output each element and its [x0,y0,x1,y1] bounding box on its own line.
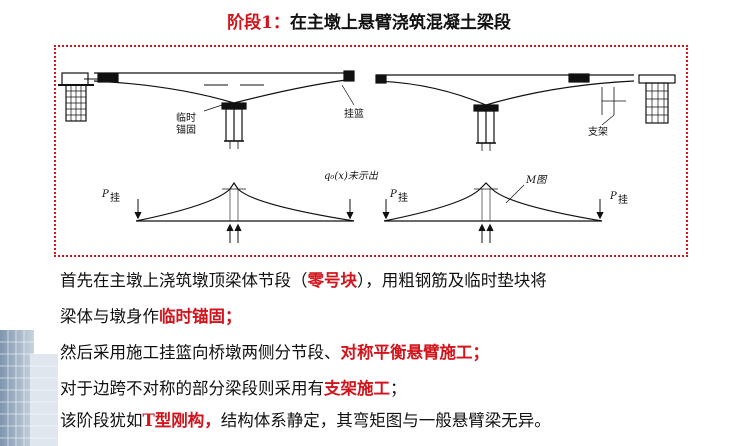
p3-text-a: 然后采用施工挂篮向桥墩两侧分节段、 [60,343,341,362]
p-subscript-3: 挂 [618,193,628,206]
p5-highlight: T型刚构， [142,411,221,430]
paragraph-3: 然后采用施工挂篮向桥墩两侧分节段、对称平衡悬臂施工； [60,342,730,364]
p1-highlight: 零号块 [307,271,358,290]
paragraph-5: 该阶段犹如T型刚构，结构体系静定，其弯矩图与一般悬臂梁无异。 [60,410,730,432]
p-label-right-2: P [609,191,617,202]
temp-anchor-label-2: 锚固 [176,124,196,136]
title-text: 在主墩上悬臂浇筑混凝土梁段 [289,13,511,33]
p1-text-b: ），用粗钢筋及临时垫块将 [357,271,547,290]
p-subscript-1: 挂 [110,191,120,204]
p2-text-a: 梁体与墩身作 [60,307,159,326]
slide-title: 阶段1：在主墩上悬臂浇筑混凝土梁段 [0,8,738,33]
left-abutment [58,72,119,122]
construction-diagram: 临时 锚固 挂篮 支架 q₀(x)未示出 M图 P 挂 P 挂 P 挂 [58,70,676,243]
temp-anchor-label-1: 临时 [176,111,196,124]
paragraph-1: 首先在主墩上浇筑墩顶梁体节段（零号块），用粗钢筋及临时垫块将 [60,270,730,292]
paragraph-4: 对于边跨不对称的部分梁段则采用有支架施工； [60,378,730,400]
p1-text-a: 首先在主墩上浇筑墩顶梁体节段（ [60,271,308,290]
p-label-left-2: P [389,189,397,200]
p5-text-a: 该阶段犹如 [60,411,143,430]
right-moment-diagram [382,182,604,243]
right-abutment-scaffold [601,74,676,124]
p-label-left-1: P [101,189,109,200]
right-cantilever-beam [375,73,635,106]
p4-highlight: 支架施工 [324,379,390,398]
right-pier [473,104,499,151]
q0-note-label: q₀(x)未示出 [324,170,379,182]
stage-label: 阶段1： [227,13,290,33]
p3-highlight: 对称平衡悬臂施工； [340,343,490,362]
p5-text-b: 结构体系静定，其弯矩图与一般悬臂梁无异。 [220,411,551,430]
support-label: 支架 [588,126,608,138]
p4-text-b: ； [390,379,407,398]
figure-frame [54,45,688,257]
p4-text-a: 对于边跨不对称的部分梁段则采用有 [60,379,324,398]
p2-highlight: 临时锚固； [159,307,242,326]
m-diagram-label: M图 [525,175,548,186]
left-moment-diagram [134,181,355,243]
hanging-basket-label: 挂篮 [344,107,364,120]
building-decoration-image [0,330,58,446]
left-cantilever-beam [93,70,355,104]
p-subscript-2: 挂 [398,191,408,204]
left-pier [221,102,247,149]
paragraph-2: 梁体与墩身作临时锚固； [60,306,730,328]
